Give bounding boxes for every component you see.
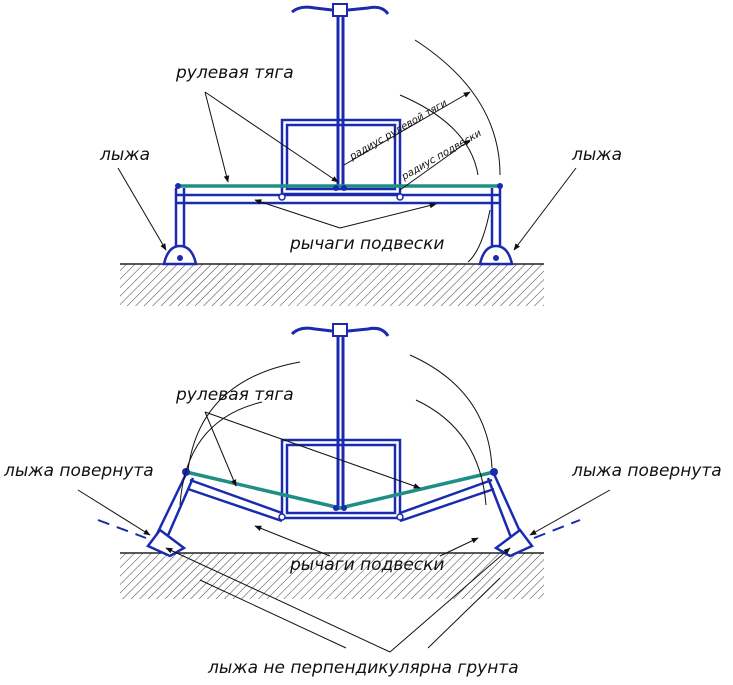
bottom-suspension-arms — [154, 473, 524, 541]
top-handlebar — [291, 3, 390, 190]
top-steering-rod-label: рулевая тяга — [175, 63, 294, 83]
bottom-ski-not-perpendicular-label: лыжа не перпендикулярна грунта — [207, 658, 519, 678]
top-frame — [280, 118, 402, 196]
top-ski-right-label: лыжа — [571, 145, 622, 165]
top-assembly: рулевая тяга лыжа лыжа рычаги подвески р… — [99, 3, 622, 306]
bottom-suspension-arms-label: рычаги подвески — [289, 555, 444, 575]
bottom-steering-rod — [185, 470, 495, 510]
top-suspension-arms-label: рычаги подвески — [289, 234, 444, 254]
bottom-leaders — [77, 411, 611, 653]
bottom-radius-arcs — [179, 354, 493, 506]
top-radius-arcs — [343, 39, 501, 263]
top-ski-right — [478, 244, 514, 266]
bottom-ski-right — [493, 519, 581, 558]
top-ski-left — [162, 244, 198, 266]
bottom-ski-turned-left-label: лыжа повернута — [3, 461, 154, 481]
bottom-steering-rod-label: рулевая тяга — [175, 385, 294, 405]
top-suspension-arms — [174, 188, 502, 250]
bottom-ski-left — [97, 519, 187, 558]
bottom-ski-turned-right-label: лыжа повернута — [571, 461, 722, 481]
top-leaders — [117, 91, 577, 251]
bottom-handlebar — [290, 323, 390, 510]
top-ground — [120, 263, 544, 306]
top-joints — [175, 183, 503, 201]
top-ski-left-label: лыжа — [99, 145, 150, 165]
top-suspension-radius-label: радиус подвески — [399, 128, 484, 183]
bottom-assembly: рулевая тяга лыжа повернута лыжа поверну… — [3, 323, 722, 678]
bottom-ground — [120, 552, 544, 599]
